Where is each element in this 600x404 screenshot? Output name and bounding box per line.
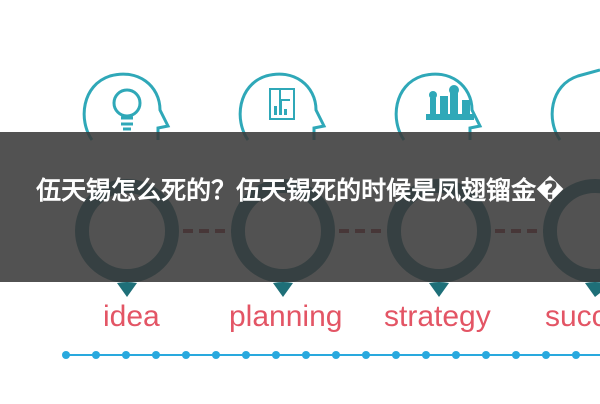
article-title: 伍天锡怎么死的？伍天锡死的时候是凤翅镏金� [36, 176, 564, 205]
head-profile-icon [550, 68, 600, 141]
ring-pointer [117, 283, 600, 297]
head-profile-icon [394, 72, 483, 141]
head-profile-icon [238, 72, 327, 141]
step-label-idea: idea [103, 300, 160, 333]
step-label-strategy: strategy [384, 300, 491, 333]
timeline-line [62, 351, 600, 359]
step-label-success: succ [545, 300, 600, 333]
document-chart-icon [269, 88, 295, 120]
title-overlay-banner [0, 132, 600, 282]
lightbulb-icon [112, 88, 142, 131]
step-label-planning: planning [229, 300, 343, 333]
head-profile-icon [82, 72, 171, 141]
chess-pieces-icon [426, 85, 474, 120]
